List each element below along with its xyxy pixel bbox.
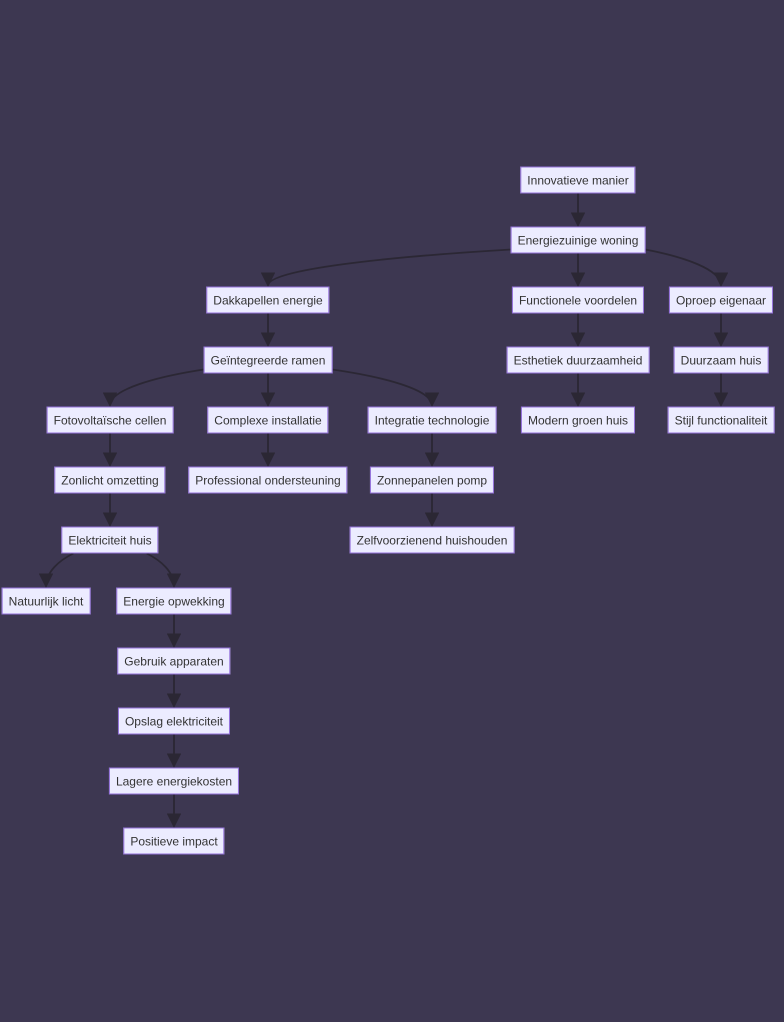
node-energie-opwekking: Energie opwekking [116, 587, 232, 615]
edge-geintegreerde-ramen--integratie-technologie [332, 368, 440, 407]
edge-elektriciteit-huis--natuurlijk-licht [38, 552, 74, 588]
node-geintegreerde-ramen: Geïntegreerde ramen [203, 346, 333, 374]
node-fotovoltaische-cellen: Fotovoltaïsche cellen [46, 406, 174, 434]
node-gebruik-apparaten: Gebruik apparaten [117, 647, 231, 675]
node-innovatieve-manier: Innovatieve manier [520, 166, 636, 194]
node-zonlicht-omzetting: Zonlicht omzetting [54, 466, 166, 494]
node-natuurlijk-licht: Natuurlijk licht [1, 587, 91, 615]
node-zelfvoorzienend-huishouden: Zelfvoorzienend huishouden [349, 526, 515, 554]
node-opslag-elektriciteit: Opslag elektriciteit [117, 707, 231, 735]
edge-elektriciteit-huis--energie-opwekking [146, 552, 182, 588]
edge-energiezuinige-woning--dakkapellen-energie [260, 248, 511, 287]
node-functionele-voordelen: Functionele voordelen [511, 286, 645, 314]
node-integratie-technologie: Integratie technologie [367, 406, 497, 434]
node-positieve-impact: Positieve impact [123, 827, 225, 855]
edge-geintegreerde-ramen--fotovoltaische-cellen [102, 368, 204, 407]
node-duurzaam-huis: Duurzaam huis [673, 346, 769, 374]
node-oproep-eigenaar: Oproep eigenaar [668, 286, 774, 314]
node-complexe-installatie: Complexe installatie [207, 406, 329, 434]
node-esthetiek-duurzaamheid: Esthetiek duurzaamheid [506, 346, 650, 374]
edge-energiezuinige-woning--oproep-eigenaar [645, 248, 729, 287]
node-professional-ondersteuning: Professional ondersteuning [188, 466, 348, 494]
node-lagere-energiekosten: Lagere energiekosten [108, 767, 240, 795]
node-stijl-functionaliteit: Stijl functionaliteit [667, 406, 775, 434]
node-zonnepanelen-pomp: Zonnepanelen pomp [369, 466, 495, 494]
node-modern-groen-huis: Modern groen huis [520, 406, 636, 434]
node-dakkapellen-energie: Dakkapellen energie [206, 286, 330, 314]
node-elektriciteit-huis: Elektriciteit huis [61, 526, 159, 554]
node-energiezuinige-woning: Energiezuinige woning [510, 226, 646, 254]
